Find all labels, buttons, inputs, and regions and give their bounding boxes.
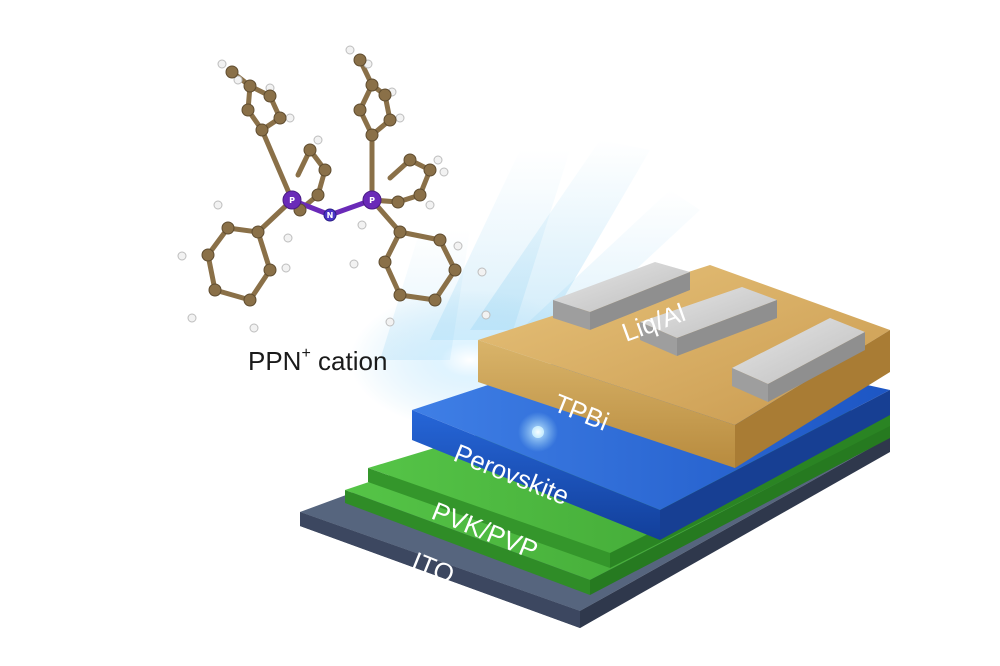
nitrogen-atom: N <box>323 208 337 222</box>
phosphorus-label-right: P <box>369 196 375 205</box>
phosphorus-atom-right: P <box>362 190 382 210</box>
cation-charge: + <box>301 345 310 362</box>
emission-spot-halo <box>518 412 558 452</box>
electrode-middle <box>640 287 777 356</box>
electrode-left <box>553 262 690 330</box>
electrode-right <box>732 318 865 402</box>
electrodes <box>553 262 865 402</box>
phosphorus-atom-left: P <box>282 190 302 210</box>
cation-label: PPN+ cation <box>248 345 387 376</box>
cation-name: PPN <box>248 346 301 376</box>
phosphorus-label-left: P <box>289 196 295 205</box>
ppn-molecule: P N P <box>177 45 491 333</box>
nitrogen-label: N <box>327 211 334 220</box>
cation-suffix: cation <box>311 346 388 376</box>
